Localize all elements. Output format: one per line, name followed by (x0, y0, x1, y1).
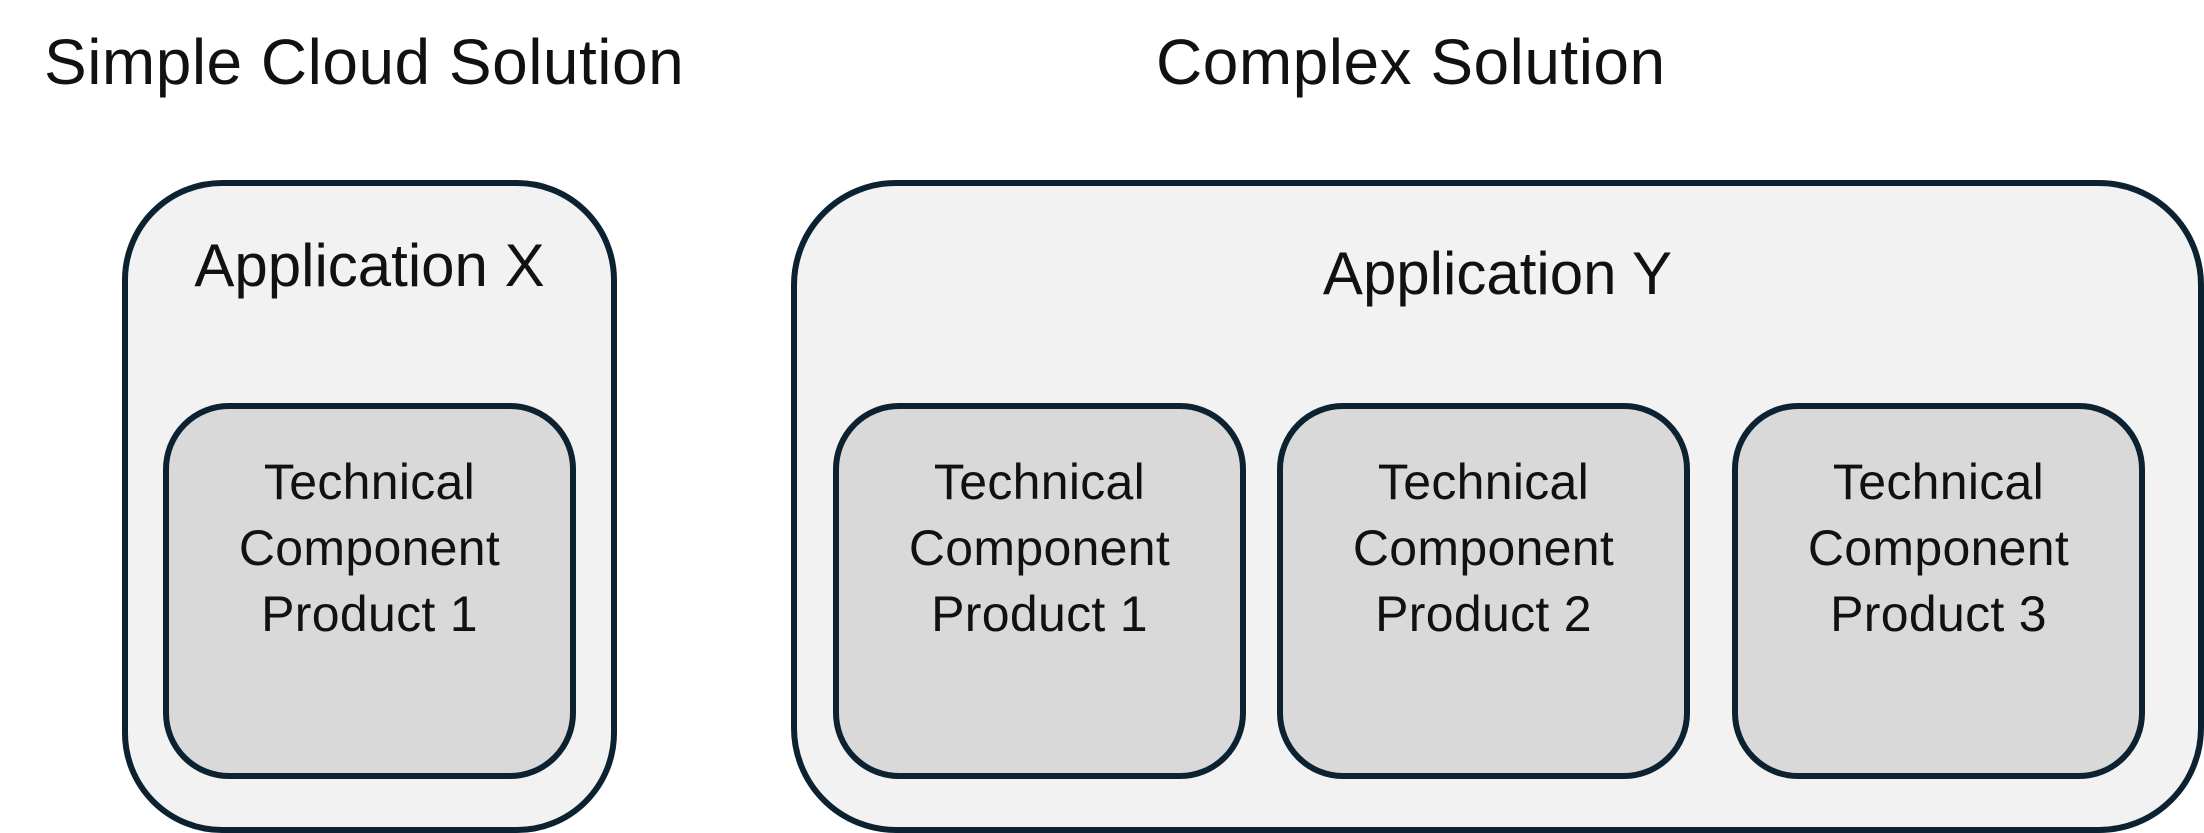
application-y-label: Application Y (1322, 240, 1673, 307)
technical-component-product-1-box: Technical Component Product 1 (833, 403, 1246, 779)
technical-component-product-2-box: Technical Component Product 2 (1277, 403, 1690, 779)
component-line-3: Product 3 (1830, 586, 2047, 642)
component-line-3: Product 1 (261, 586, 478, 642)
component-line-1: Technical (263, 454, 476, 510)
component-text: Technical Component Product 1 (169, 449, 570, 647)
component-text: Technical Component Product 3 (1738, 449, 2139, 647)
application-x-box: Application X Technical Component Produc… (122, 180, 617, 833)
technical-component-product-1-box: Technical Component Product 1 (163, 403, 576, 779)
complex-solution-title: Complex Solution (1156, 26, 1666, 98)
simple-cloud-solution-title: Simple Cloud Solution (44, 26, 685, 98)
component-text: Technical Component Product 2 (1283, 449, 1684, 647)
component-line-1: Technical (1832, 454, 2045, 510)
application-y-box: Application Y Technical Component Produc… (791, 180, 2204, 833)
component-line-2: Component (908, 520, 1171, 576)
component-line-1: Technical (933, 454, 1146, 510)
component-line-3: Product 1 (931, 586, 1148, 642)
component-line-3: Product 2 (1375, 586, 1592, 642)
technical-component-product-3-box: Technical Component Product 3 (1732, 403, 2145, 779)
component-line-2: Component (1807, 520, 2070, 576)
component-text: Technical Component Product 1 (839, 449, 1240, 647)
component-line-2: Component (1352, 520, 1615, 576)
application-x-label: Application X (194, 232, 545, 299)
component-line-2: Component (238, 520, 501, 576)
component-line-1: Technical (1377, 454, 1590, 510)
